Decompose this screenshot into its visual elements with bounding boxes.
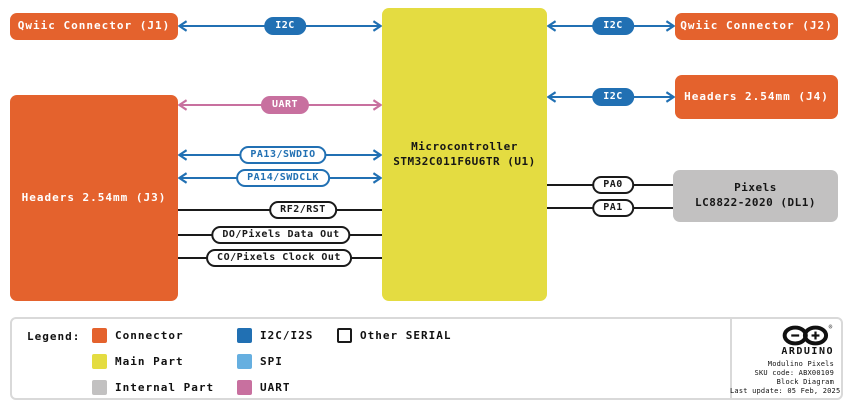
clock-out-pill: CO/Pixels Clock Out xyxy=(206,249,352,267)
mcu-part-number: STM32C011F6U6TR (U1) xyxy=(393,154,536,168)
block-qwiic-connector-j1: Qwiic Connector (J1) xyxy=(10,13,178,40)
legend-label: UART xyxy=(260,381,291,394)
block-microcontroller: Microcontroller STM32C011F6U6TR (U1) xyxy=(382,8,547,301)
legend-label: Main Part xyxy=(115,355,184,368)
pixels-name: Pixels xyxy=(734,181,777,195)
legend-label: Connector xyxy=(115,329,184,342)
i2c-i2s-swatch xyxy=(237,328,252,343)
block-headers-j4: Headers 2.54mm (J4) xyxy=(675,75,838,119)
spi-swatch xyxy=(237,354,252,369)
legend-divider xyxy=(730,319,732,398)
swdio-pill: PA13/SWDIO xyxy=(239,146,327,164)
uart-swatch xyxy=(237,380,252,395)
i2c-pill-j2: I2C xyxy=(592,17,634,35)
pa1-pill: PA1 xyxy=(592,199,634,217)
doc-type: Block Diagram xyxy=(776,378,834,386)
connector-swatch xyxy=(92,328,107,343)
block-label: Headers 2.54mm (J3) xyxy=(21,190,167,204)
legend-item-spi: SPI xyxy=(237,354,283,369)
legend-item-internal-part: Internal Part xyxy=(92,380,214,395)
legend-label: SPI xyxy=(260,355,283,368)
i2c-pill-j4: I2C xyxy=(592,88,634,106)
legend-item-main-part: Main Part xyxy=(92,354,184,369)
legend-item-connector: Connector xyxy=(92,328,184,343)
block-pixels: Pixels LC8822-2020 (DL1) xyxy=(673,170,838,222)
legend-label: I2C/I2S xyxy=(260,329,314,342)
block-label: Headers 2.54mm (J4) xyxy=(684,89,829,103)
pixels-part-number: LC8822-2020 (DL1) xyxy=(694,196,817,209)
main-part-swatch xyxy=(92,354,107,369)
block-qwiic-connector-j2: Qwiic Connector (J2) xyxy=(675,13,838,40)
legend-item-i2c-i2s: I2C/I2S xyxy=(237,328,313,343)
product-name: Modulino Pixels xyxy=(767,360,834,368)
block-headers-j3: Headers 2.54mm (J3) xyxy=(10,95,178,301)
block-label: Qwiic Connector (J2) xyxy=(680,19,833,33)
uart-pill: UART xyxy=(260,96,310,114)
brand-wordmark: ARDUINO xyxy=(781,346,834,357)
mcu-name: Microcontroller xyxy=(411,139,518,153)
arduino-logo-icon: ® xyxy=(782,325,833,346)
last-update: Last update: 05 Feb, 2025 xyxy=(730,387,841,395)
data-out-pill: DO/Pixels Data Out xyxy=(211,226,351,244)
swdclk-pill: PA14/SWDCLK xyxy=(236,169,330,187)
block-label: Qwiic Connector (J1) xyxy=(17,19,171,33)
pa0-pill: PA0 xyxy=(592,176,634,194)
i2c-pill-j1: I2C xyxy=(264,17,306,35)
legend-item-uart: UART xyxy=(237,380,291,395)
brand-footer: ® ARDUINO Modulino Pixels SKU code: ABX0… xyxy=(730,324,841,396)
legend-title: Legend: xyxy=(27,330,81,343)
internal-part-swatch xyxy=(92,380,107,395)
other-serial-swatch xyxy=(337,328,352,343)
legend-item-other-serial: Other SERIAL xyxy=(337,328,451,343)
legend-panel: Legend: Connector Main Part Internal Par… xyxy=(10,317,843,400)
trademark-symbol: ® xyxy=(829,325,833,331)
sku-code: SKU code: ABX00109 xyxy=(754,369,834,377)
legend-label: Other SERIAL xyxy=(360,329,452,342)
rst-pill: RF2/RST xyxy=(269,201,337,219)
legend-label: Internal Part xyxy=(115,381,215,394)
